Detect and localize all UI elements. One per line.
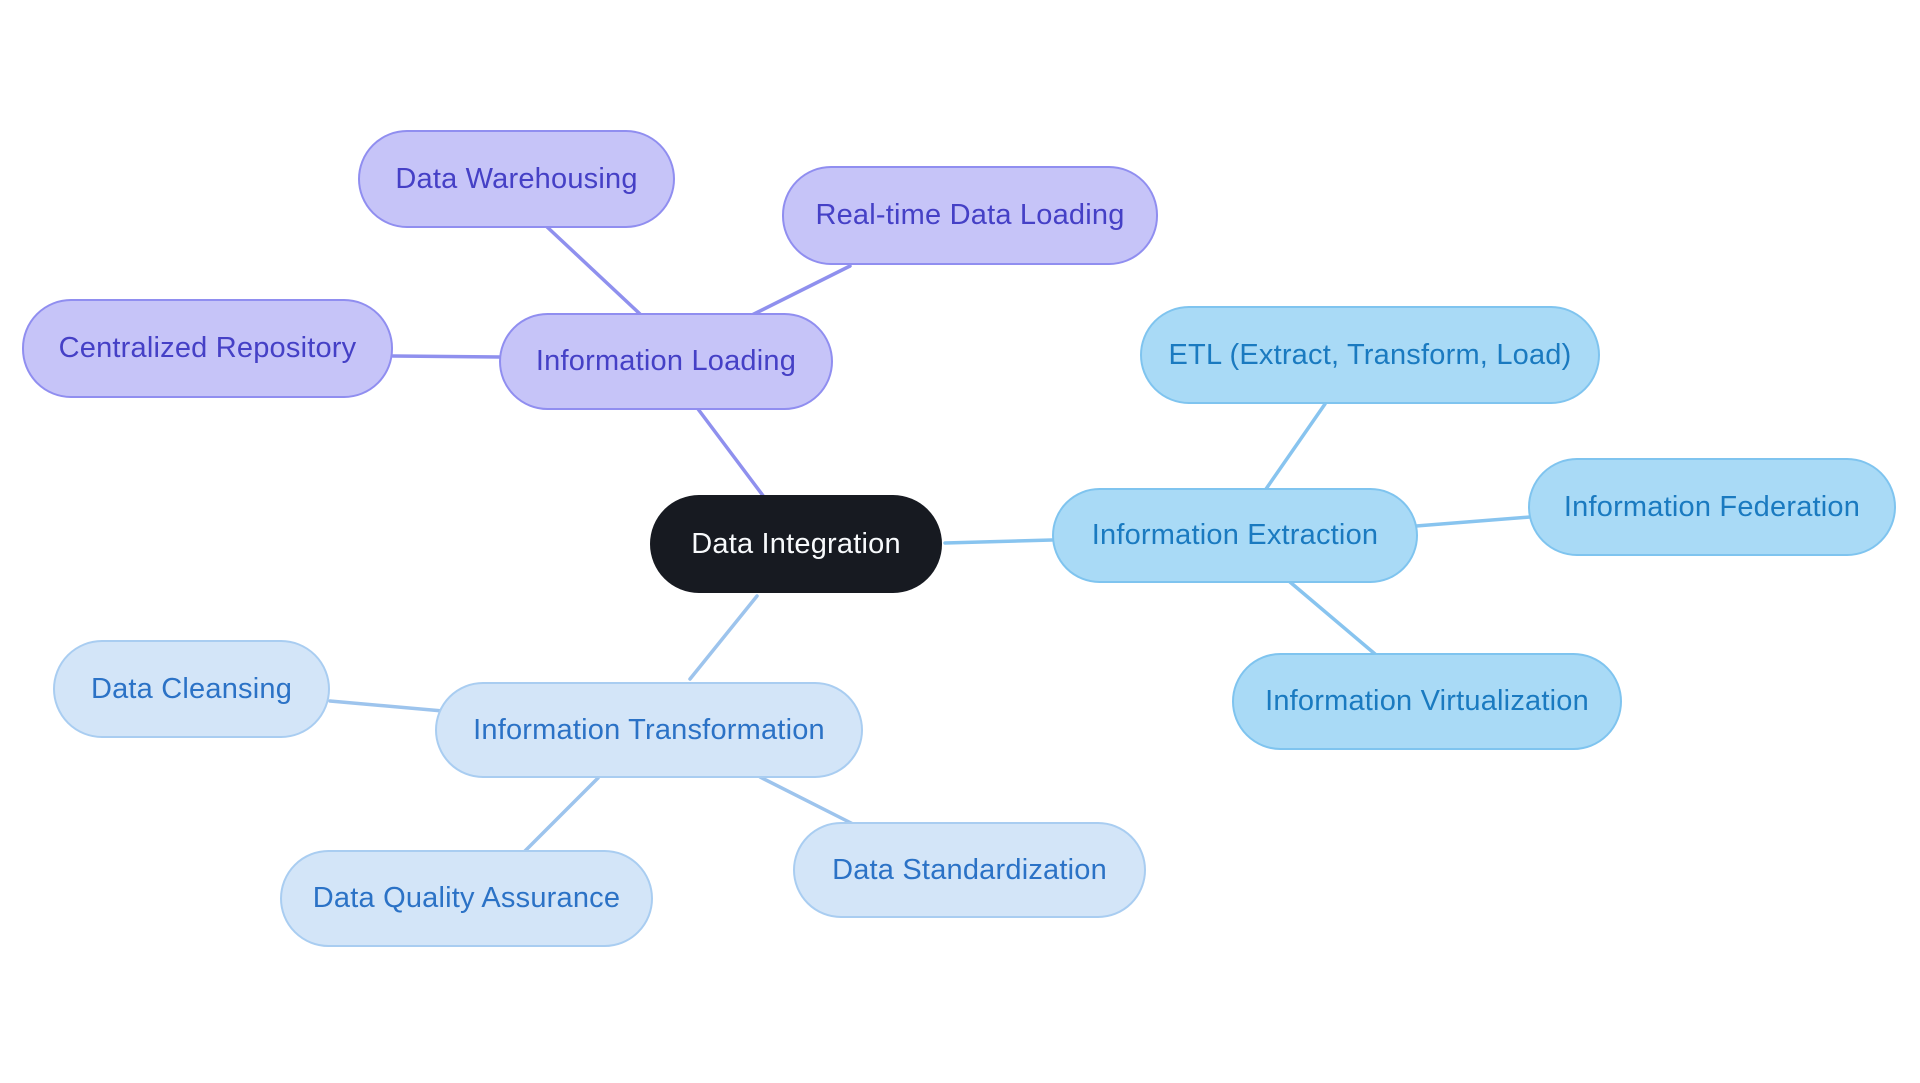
edge-information-transformation-data-standardization xyxy=(758,775,855,826)
node-label: ETL (Extract, Transform, Load) xyxy=(1168,338,1572,371)
node-label: Data Integration xyxy=(691,527,901,560)
node-data-integration[interactable]: Data Integration xyxy=(650,495,942,593)
node-information-loading[interactable]: Information Loading xyxy=(499,313,833,410)
node-label: Information Transformation xyxy=(473,713,825,746)
edge-information-transformation-data-cleansing xyxy=(328,699,445,713)
edge-information-loading-centralized-repository xyxy=(391,354,502,359)
edge-information-extraction-etl xyxy=(1264,402,1327,491)
node-label: Data Warehousing xyxy=(395,162,638,195)
node-label: Data Quality Assurance xyxy=(312,882,621,914)
node-information-federation[interactable]: Information Federation xyxy=(1528,458,1896,556)
node-information-extraction[interactable]: Information Extraction xyxy=(1052,488,1418,583)
node-label: Information Federation xyxy=(1563,490,1861,523)
edge-data-integration-information-loading xyxy=(696,407,766,499)
edge-data-integration-information-transformation xyxy=(688,594,759,681)
node-data-cleansing[interactable]: Data Cleansing xyxy=(53,640,330,738)
node-label: Information Extraction xyxy=(1091,519,1379,551)
node-label: Centralized Repository xyxy=(58,332,357,364)
edge-data-integration-information-extraction xyxy=(943,538,1054,545)
edge-information-loading-real-time-data-loading xyxy=(750,264,852,317)
node-label: Real-time Data Loading xyxy=(815,199,1125,231)
node-information-virtualization[interactable]: Information Virtualization xyxy=(1232,653,1622,750)
node-information-transformation[interactable]: Information Transformation xyxy=(435,682,863,778)
edge-information-transformation-data-quality-assurance xyxy=(523,776,600,853)
node-etl-extract-transform-load[interactable]: ETL (Extract, Transform, Load) xyxy=(1140,306,1600,404)
node-label: Data Standardization xyxy=(832,853,1107,886)
edge-information-extraction-information-federation xyxy=(1414,515,1532,528)
edge-information-extraction-information-virtualization xyxy=(1288,580,1377,656)
node-data-warehousing[interactable]: Data Warehousing xyxy=(358,130,675,228)
node-centralized-repository[interactable]: Centralized Repository xyxy=(22,299,393,398)
node-data-quality-assurance[interactable]: Data Quality Assurance xyxy=(280,850,653,947)
node-label: Information Virtualization xyxy=(1265,685,1589,717)
node-label: Data Cleansing xyxy=(90,672,293,705)
edge-information-loading-data-warehousing xyxy=(543,223,642,316)
node-label: Information Loading xyxy=(535,345,797,377)
node-real-time-data-loading[interactable]: Real-time Data Loading xyxy=(782,166,1158,265)
node-data-standardization[interactable]: Data Standardization xyxy=(793,822,1146,918)
